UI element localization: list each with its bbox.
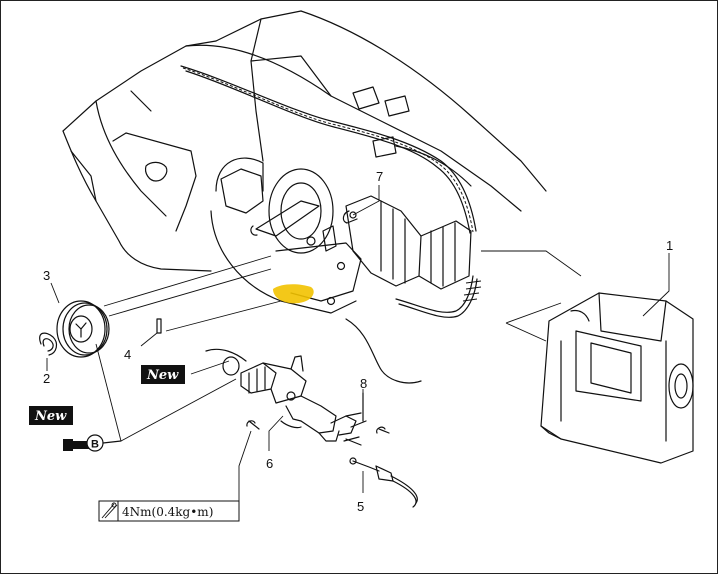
part-4-pin [140,318,162,347]
callout-1: 1 [666,238,673,253]
callout-5: 5 [357,499,364,514]
wire-harness [180,65,477,234]
grease-symbol-letter: B [91,439,99,451]
new-badge-clip-label: New [34,409,67,424]
callout-6: 6 [266,456,273,471]
engine-housing [62,10,547,272]
wrench-icon [101,502,118,519]
bolts [246,420,390,446]
o-ring [222,356,240,376]
assembly-dashed-lines [103,250,582,384]
torque-spec-box: 4Nm(0.4kg•m) [98,500,240,522]
callout-3: 3 [43,268,50,283]
new-badge-clip: New [29,406,73,425]
highlight-marker [273,284,314,304]
callout-2: 2 [43,371,50,386]
grease-gun-icon [63,434,122,452]
ignition-cable [395,275,482,318]
crankcase-cover [210,157,362,314]
part-3-pulley [56,300,110,358]
torque-spec-text: 4Nm(0.4kg•m) [122,505,213,519]
callout-8: 8 [360,376,367,391]
callout-7: 7 [376,169,383,184]
part-1-cover [540,292,694,464]
part-6-pump [240,355,367,442]
callout-4: 4 [124,347,131,362]
callout-leaders [50,185,670,501]
part-2-circlip [39,332,58,371]
new-badge-oring: New [141,365,185,384]
new-badge-oring-label: New [146,368,179,383]
ignition-module [342,195,472,290]
part-5-cable [349,457,418,508]
